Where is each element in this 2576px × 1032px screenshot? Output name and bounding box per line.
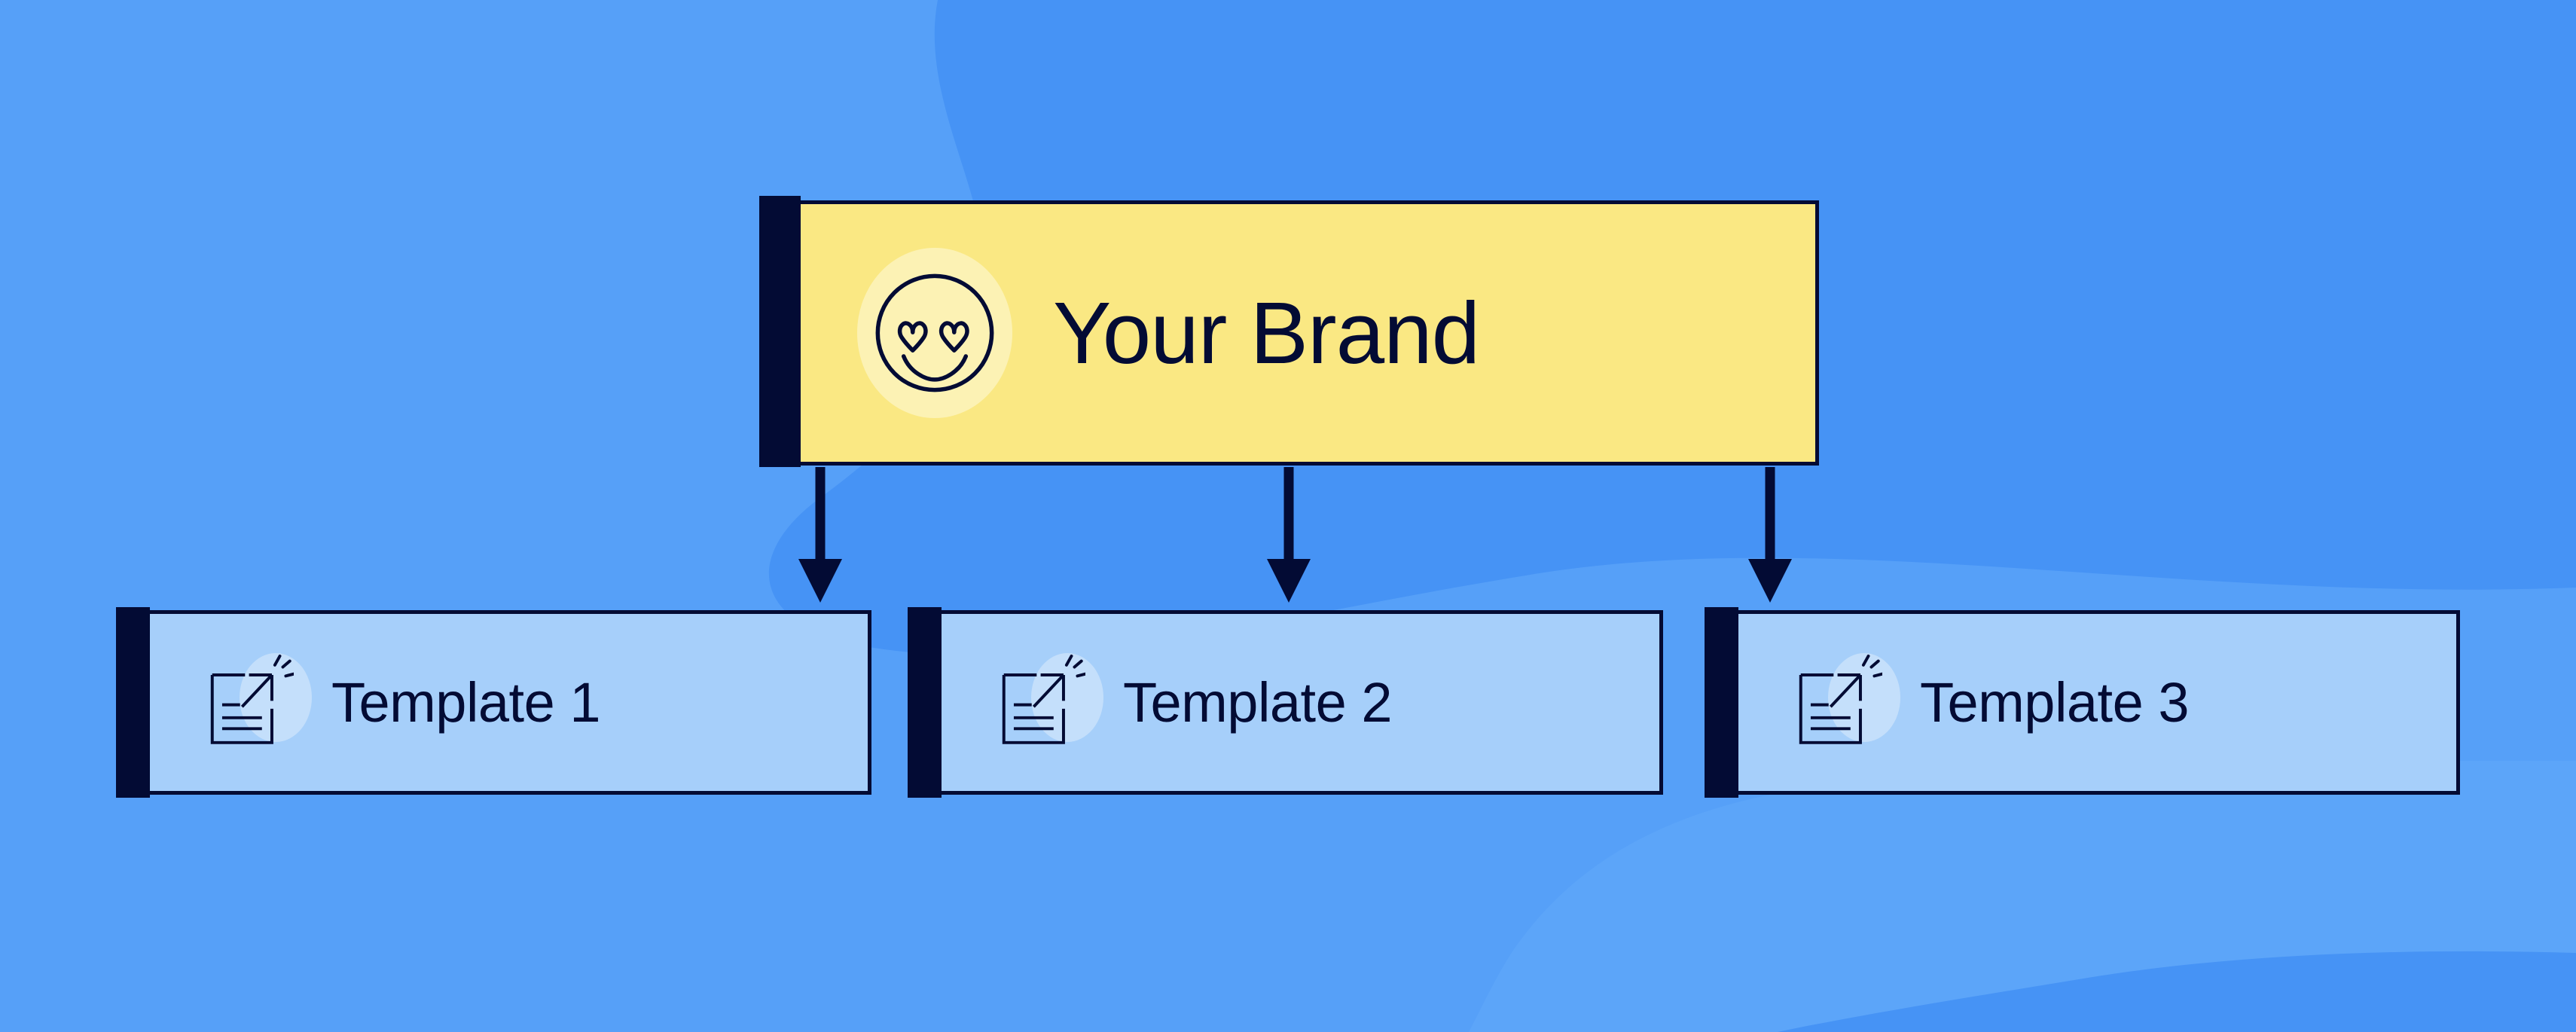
- brand-node[interactable]: Your Brand: [759, 196, 1819, 467]
- document-arrow-out-icon: [1002, 654, 1085, 744]
- template-label-1: Template 1: [331, 670, 600, 734]
- template-node-2[interactable]: Template 2: [908, 607, 1663, 798]
- document-arrow-out-icon: [1799, 654, 1882, 744]
- template-icon-2: [983, 650, 1103, 756]
- template-node-1[interactable]: Template 1: [116, 607, 871, 798]
- smiley-heart-eyes-icon: [875, 273, 994, 392]
- template-label-2: Template 2: [1123, 670, 1392, 734]
- template-icon-3: [1780, 650, 1900, 756]
- blob-bottom-right-dark: [1778, 951, 2576, 1032]
- brand-label: Your Brand: [1053, 284, 1480, 382]
- template-label-3: Template 3: [1920, 670, 2189, 734]
- brand-icon: [850, 248, 1020, 418]
- template-icon-1: [191, 650, 312, 756]
- template-node-3[interactable]: Template 3: [1705, 607, 2460, 798]
- document-arrow-out-icon: [210, 654, 294, 744]
